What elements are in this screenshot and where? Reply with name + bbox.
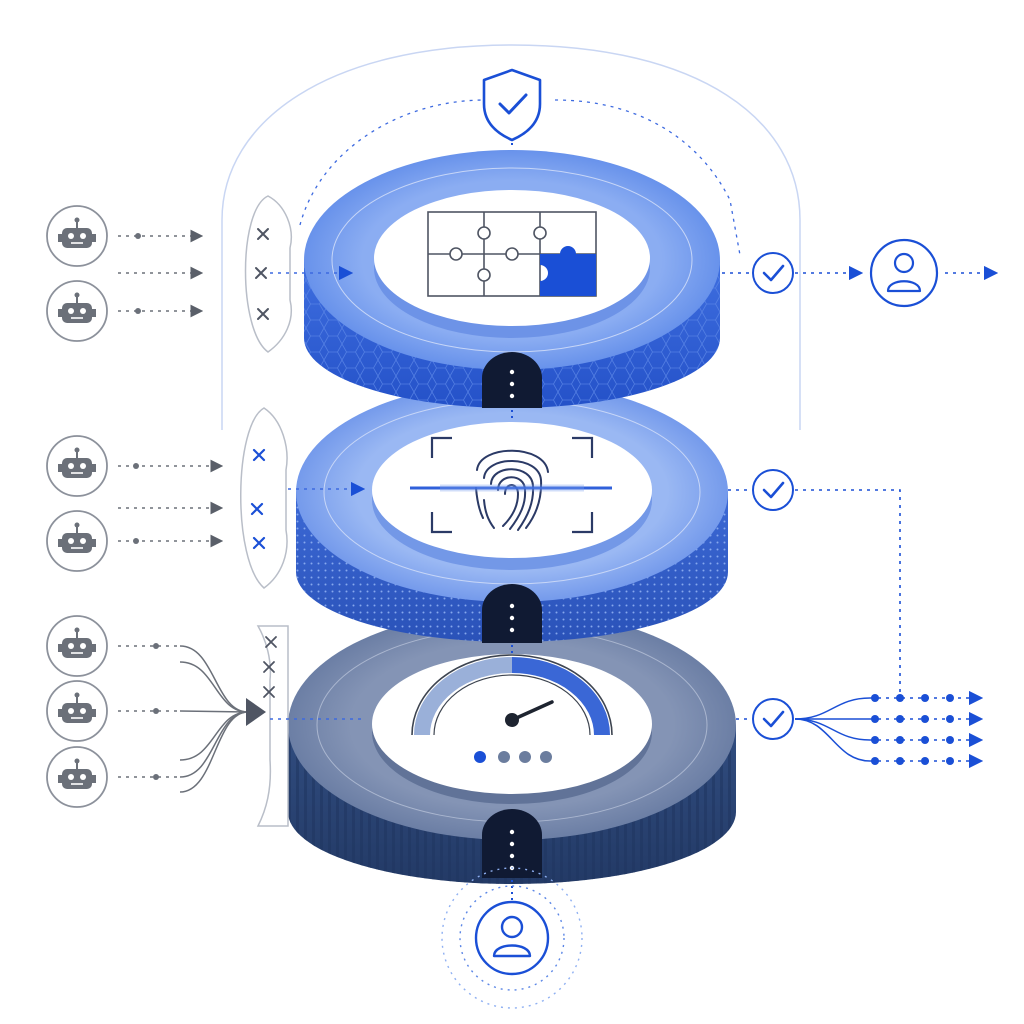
shield-check-icon bbox=[482, 68, 542, 142]
puzzle-piece-missing bbox=[540, 246, 596, 296]
layer-captcha bbox=[304, 150, 720, 408]
outer-guide-arc bbox=[221, 44, 801, 430]
user-icon bbox=[474, 900, 550, 976]
robot-icon bbox=[46, 435, 108, 497]
robot-icon bbox=[46, 280, 108, 342]
central-flow-line bbox=[509, 369, 515, 871]
bot-group-layer-1 bbox=[46, 195, 292, 353]
gauge-icon bbox=[411, 654, 613, 736]
incoming-user bbox=[441, 867, 583, 1009]
output-layer-1 bbox=[722, 238, 999, 308]
x-mark-icon bbox=[255, 228, 269, 320]
shield-barrier-layer-2 bbox=[240, 407, 288, 589]
bot-group-layer-3 bbox=[46, 615, 289, 827]
output-layer-2 bbox=[728, 469, 901, 695]
bot-group-layer-2 bbox=[46, 407, 288, 589]
x-mark-icon bbox=[263, 636, 277, 698]
check-circle-icon bbox=[752, 469, 794, 511]
inner-guide-arc-right bbox=[554, 99, 741, 256]
robot-icon bbox=[46, 615, 108, 677]
layer-captcha-gate bbox=[482, 352, 542, 408]
layer-biometric bbox=[296, 382, 728, 643]
check-circle-icon bbox=[752, 252, 794, 294]
layer-biometric-center bbox=[372, 422, 652, 558]
scan-frame-icon bbox=[430, 436, 594, 534]
robot-icon bbox=[46, 680, 108, 742]
robot-icon bbox=[46, 746, 108, 808]
rate-dots bbox=[474, 751, 552, 763]
user-icon bbox=[869, 238, 939, 308]
output-layer-3 bbox=[736, 690, 984, 769]
robot-icon bbox=[46, 205, 108, 267]
funnel-arrow bbox=[246, 698, 266, 726]
x-mark-icon bbox=[250, 448, 266, 550]
layer-rate-limit bbox=[288, 610, 736, 884]
robot-icon bbox=[46, 510, 108, 572]
shield-barrier-layer-3 bbox=[256, 625, 289, 827]
shield-barrier-layer-1 bbox=[244, 195, 292, 353]
layer-biometric-gate bbox=[482, 584, 542, 643]
check-circle-icon bbox=[752, 698, 794, 740]
